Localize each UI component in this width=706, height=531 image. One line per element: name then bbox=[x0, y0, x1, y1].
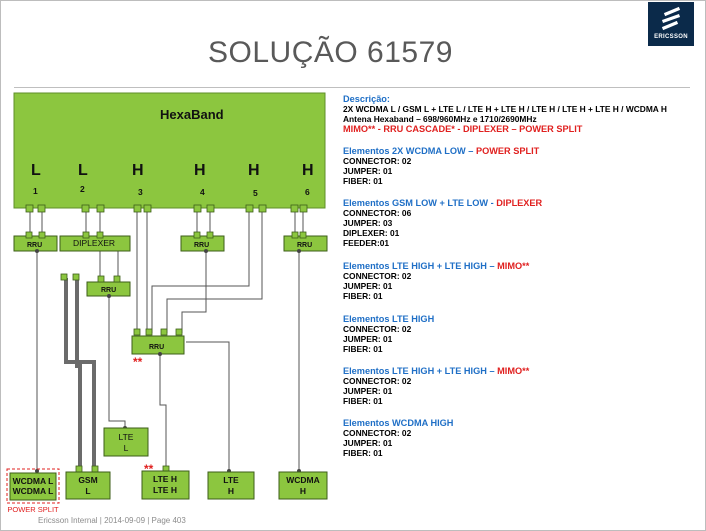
lte-h-box bbox=[207, 471, 255, 500]
section-6-item: FIBER: 01 bbox=[343, 448, 383, 458]
cascade-marker: ** bbox=[133, 355, 143, 369]
band-3: H bbox=[132, 162, 144, 179]
section-1-title: Elementos 2X WCDMA LOW bbox=[343, 146, 466, 156]
lte-hh-label-2: LTE H bbox=[153, 485, 177, 495]
wcdma-l-label-1: WCDMA L bbox=[13, 476, 54, 486]
power-split-outline bbox=[6, 468, 60, 504]
section-1-item: JUMPER: 01 bbox=[343, 166, 393, 176]
lte-hh-box bbox=[141, 470, 190, 500]
ericsson-logo: ERICSSON bbox=[648, 2, 694, 46]
section-1-item: CONNECTOR: 02 bbox=[343, 156, 412, 166]
diplexer-box bbox=[59, 235, 131, 252]
lte-l-box bbox=[103, 427, 149, 457]
section-4-item: CONNECTOR: 02 bbox=[343, 324, 412, 334]
title-divider bbox=[14, 87, 690, 88]
rru-6-label: RRU bbox=[297, 242, 312, 249]
gsm-label-1: GSM bbox=[78, 475, 97, 485]
lte-l-label-1: LTE bbox=[119, 432, 134, 442]
line-cascade-lte-h bbox=[186, 341, 230, 362]
section-5-title: Elementos LTE HIGH + LTE HIGH bbox=[343, 366, 487, 376]
section-5-item: JUMPER: 01 bbox=[343, 386, 393, 396]
rru-1-label: RRU bbox=[27, 242, 42, 249]
feeder-a bbox=[64, 278, 96, 469]
band-6: H bbox=[302, 162, 314, 179]
lte-hh-label-1: LTE H bbox=[153, 474, 177, 484]
slide-title: SOLUÇÃO 61579 bbox=[208, 36, 453, 69]
slide-footer: Ericsson Internal | 2014-09-09 | Page 40… bbox=[38, 516, 186, 525]
power-split-label: POWER SPLIT bbox=[7, 505, 59, 514]
description-block: Descrição: 2X WCDMA L / GSM L + LTE L / … bbox=[343, 94, 667, 134]
lte-l-label-2: L bbox=[124, 443, 129, 453]
gsm-l-box bbox=[65, 471, 111, 500]
logo-wordmark: ERICSSON bbox=[654, 34, 688, 40]
band-1: L bbox=[31, 162, 41, 179]
section-3-title: Elementos LTE HIGH + LTE HIGH bbox=[343, 261, 487, 271]
section-1-item: FIBER: 01 bbox=[343, 176, 383, 186]
band-2: L bbox=[78, 162, 88, 179]
line-rru4-cascade bbox=[181, 251, 207, 333]
line-port5b bbox=[166, 210, 263, 333]
wcdma-h-label-2: H bbox=[300, 486, 306, 496]
section-2-suffix: DIPLEXER bbox=[496, 198, 543, 208]
section-3-item: JUMPER: 01 bbox=[343, 281, 393, 291]
band-4: H bbox=[194, 162, 206, 179]
section-2: Elementos GSM LOW + LTE LOW - DIPLEXER C… bbox=[343, 198, 543, 248]
rru-cascade-label: RRU bbox=[149, 344, 164, 351]
port-3: 3 bbox=[138, 187, 143, 197]
section-6-title: Elementos WCDMA HIGH bbox=[343, 418, 454, 428]
lte-h-label-1: LTE bbox=[223, 475, 239, 485]
lte-h-label-2: H bbox=[228, 486, 234, 496]
lte-hh-marker: ** bbox=[144, 462, 154, 476]
section-3: Elementos LTE HIGH + LTE HIGH – MIMO** C… bbox=[343, 261, 530, 301]
description-line2: Antena Hexaband – 698/960MHz e 1710/2690… bbox=[343, 114, 537, 124]
section-4-title: Elementos LTE HIGH bbox=[343, 314, 435, 324]
section-5-item: FIBER: 01 bbox=[343, 396, 383, 406]
section-6-item: CONNECTOR: 02 bbox=[343, 428, 412, 438]
section-4-item: FIBER: 01 bbox=[343, 344, 383, 354]
section-4-item: JUMPER: 01 bbox=[343, 334, 393, 344]
section-3-item: CONNECTOR: 02 bbox=[343, 271, 412, 281]
port-2: 2 bbox=[80, 184, 85, 194]
port-5: 5 bbox=[253, 188, 258, 198]
section-1-suffix: POWER SPLIT bbox=[475, 146, 540, 156]
section-2-title: Elementos GSM LOW + LTE LOW bbox=[343, 198, 489, 208]
ericsson-logo-icon bbox=[661, 6, 681, 31]
section-5-suffix: MIMO** bbox=[497, 366, 530, 376]
port-4: 4 bbox=[200, 187, 205, 197]
wcdma-l-label-2: WCDMA L bbox=[13, 486, 54, 496]
section-2-item: FEEDER:01 bbox=[343, 238, 390, 248]
section-5-item: CONNECTOR: 02 bbox=[343, 376, 412, 386]
hexaband-antenna bbox=[13, 92, 326, 209]
wcdma-h-label-1: WCDMA bbox=[286, 475, 320, 485]
feeder-b bbox=[75, 278, 82, 469]
wcdma-l-box bbox=[9, 472, 57, 501]
section-3-item: FIBER: 01 bbox=[343, 291, 383, 301]
description-line1: 2X WCDMA L / GSM L + LTE L / LTE H + LTE… bbox=[343, 104, 667, 114]
description-label: Descrição: bbox=[343, 94, 390, 104]
rru-4-label: RRU bbox=[194, 242, 209, 249]
wcdma-h-box bbox=[278, 471, 328, 500]
section-2-item: CONNECTOR: 06 bbox=[343, 208, 412, 218]
antenna-label: HexaBand bbox=[160, 107, 224, 122]
section-4: Elementos LTE HIGH CONNECTOR: 02 JUMPER:… bbox=[343, 314, 434, 354]
section-3-suffix: MIMO** bbox=[497, 261, 530, 271]
line-rru-lte-l bbox=[108, 296, 126, 428]
line-cascade-lte-hh bbox=[159, 354, 167, 470]
rru-small-label: RRU bbox=[101, 287, 116, 294]
section-2-item: DIPLEXER: 01 bbox=[343, 228, 400, 238]
port-1: 1 bbox=[33, 186, 38, 196]
port-6: 6 bbox=[305, 187, 310, 197]
band-5: H bbox=[248, 162, 260, 179]
section-5: Elementos LTE HIGH + LTE HIGH – MIMO** C… bbox=[343, 366, 530, 406]
section-2-item: JUMPER: 03 bbox=[343, 218, 393, 228]
section-6-item: JUMPER: 01 bbox=[343, 438, 393, 448]
section-1: Elementos 2X WCDMA LOW – POWER SPLIT CON… bbox=[343, 146, 540, 186]
line-port5a bbox=[151, 210, 250, 333]
section-6: Elementos WCDMA HIGH CONNECTOR: 02 JUMPE… bbox=[343, 418, 453, 458]
gsm-label-2: L bbox=[85, 486, 90, 496]
diplexer-label: DIPLEXER bbox=[73, 238, 115, 248]
description-line3: MIMO** - RRU CASCADE* - DIPLEXER – POWER… bbox=[343, 124, 583, 134]
rru-4-box bbox=[180, 235, 225, 252]
